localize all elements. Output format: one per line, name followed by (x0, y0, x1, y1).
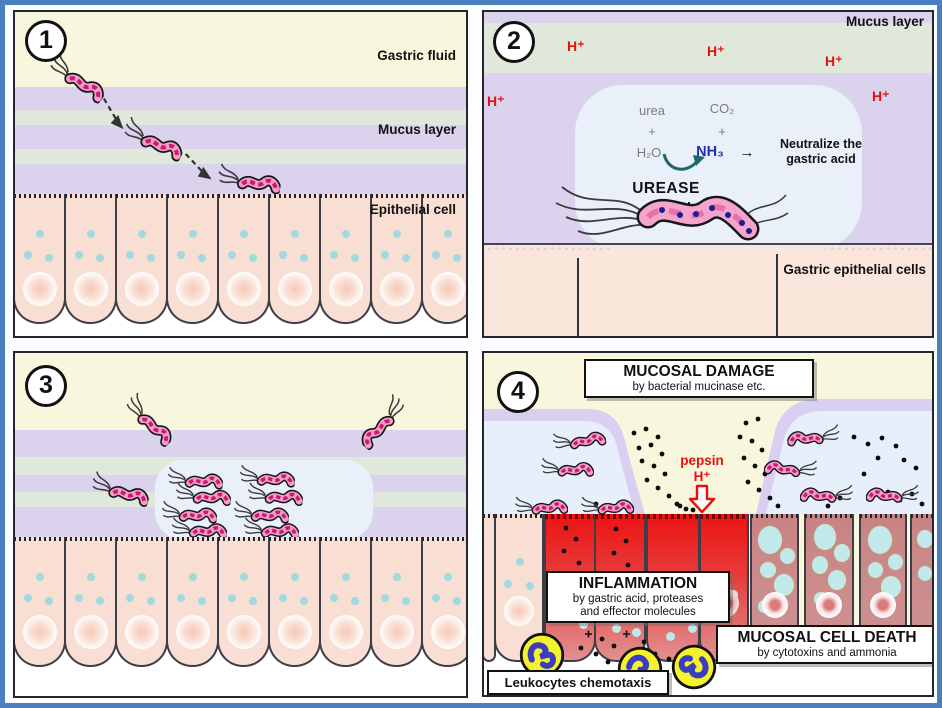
epithelial-cell-label: Epithelial cell (369, 202, 456, 217)
h-pylori-bacterium-icon (866, 481, 920, 509)
mucosal-cell-death-title: MUCOSAL CELL DEATH (737, 629, 917, 646)
leukocytes-chemotaxis-box: Leukocytes chemotaxis (487, 670, 669, 695)
panel-2-urease-neutralization: H⁺ H⁺ H⁺ H⁺ H⁺ H⁺ urea + H₂O CO₂ + NH₃ →… (482, 10, 934, 338)
gastric-fluid-band (15, 12, 466, 87)
mucosal-cell-death-subtitle: by cytotoxins and ammonia (757, 646, 897, 659)
epithelial-cell-row (15, 537, 466, 667)
hydrogen-ion-label: H⁺ (487, 93, 505, 109)
cell-boundary (577, 258, 579, 336)
reaction-arrow: → (739, 144, 755, 161)
hydrogen-ion-label: H⁺ (693, 469, 711, 484)
epithelial-cell (15, 194, 66, 324)
epithelial-cell-row (15, 194, 466, 324)
neutralize-label-line2: gastric acid (786, 152, 856, 166)
hydrogen-ion-label: H⁺ (825, 53, 843, 69)
epithelial-cell (15, 537, 66, 667)
epithelial-cell (64, 537, 117, 667)
cell-nucleus (22, 272, 57, 306)
panel-1-colonization: Gastric fluid Mucus layer Epithelial cel… (13, 10, 468, 338)
mucus-stripe (15, 149, 466, 164)
epithelial-cell (268, 537, 321, 667)
gastric-epithelial-cells-label: Gastric epithelial cells (783, 262, 926, 277)
epithelial-cell (268, 194, 321, 324)
h-pylori-bacterium-icon (800, 481, 854, 509)
epithelial-cell (319, 537, 372, 667)
epithelial-cell (115, 194, 168, 324)
panel-3-proliferation: 3 (13, 351, 468, 698)
toxin-dots-overlay (561, 416, 925, 665)
panel-2-number-badge: 2 (493, 21, 535, 63)
damaged-mucus-layer-shapes (484, 399, 932, 514)
cell-nucleus (761, 592, 788, 618)
nh3-label: NH₃ (696, 144, 724, 160)
colonization-niche (155, 460, 373, 540)
inflammation-subtitle-line1: by gastric acid, proteases (572, 592, 704, 605)
hydrogen-ion-label: H⁺ (567, 38, 585, 54)
urease-curved-arrow-icon (662, 153, 705, 171)
h-pylori-bacterium-icon (580, 493, 634, 521)
epithelial-cell (217, 537, 270, 667)
mucosal-damage-box: MUCOSAL DAMAGE by bacterial mucinase etc… (584, 359, 814, 399)
hydrogen-ion-label: H⁺ (707, 43, 725, 59)
mucus-layer-band (15, 87, 466, 194)
epithelial-cell (115, 537, 168, 667)
mucus-layer-label: Mucus layer (377, 122, 456, 137)
plus-sign: + (648, 124, 656, 139)
h2o-label: H₂O (636, 145, 662, 160)
epithelial-cell (166, 194, 219, 324)
neutralized-microenvironment (575, 85, 862, 250)
gastric-epithelium (484, 243, 932, 336)
gastric-fluid-label: Gastric fluid (377, 48, 456, 63)
inflammation-subtitle-line2: and effector molecules (580, 606, 696, 619)
h-pylori-bacterium-icon (786, 420, 843, 453)
h-pylori-bacterium-icon (551, 424, 608, 457)
epithelial-cell (421, 537, 466, 667)
epithelial-cell (370, 537, 423, 667)
urease-label: UREASE (632, 180, 700, 197)
epithelial-cell (217, 194, 270, 324)
mucosal-damage-title: MUCOSAL DAMAGE (623, 363, 775, 380)
epithelial-cell (166, 537, 219, 667)
mucus-stripe (484, 23, 932, 73)
panel-3-number-badge: 3 (25, 365, 67, 407)
plus-sign: + (718, 124, 726, 139)
pepsin-label: pepsin (680, 453, 724, 468)
mucosal-damage-subtitle: by bacterial mucinase etc. (632, 380, 766, 393)
epithelial-cell (319, 194, 372, 324)
cell-boundary (776, 254, 778, 336)
inflammation-title: INFLAMMATION (578, 575, 698, 592)
panel-1-number-badge: 1 (25, 20, 67, 62)
h-pylori-bacterium-large-icon (544, 157, 794, 267)
neutralize-label-line1: Neutralize the (780, 137, 862, 151)
panel-4-number-badge: 4 (497, 371, 539, 413)
epithelial-cell (370, 194, 423, 324)
epithelial-cell (64, 194, 117, 324)
pepsin-attack-arrow-icon (688, 484, 716, 514)
h-pylori-bacterium-icon (540, 454, 595, 484)
inflammation-box: INFLAMMATION by gastric acid, proteases … (546, 571, 730, 624)
co2-label: CO₂ (709, 101, 735, 116)
panel-4-damage-inflammation: pepsin H⁺ MUCOSAL DAMAGE by bacterial mu… (482, 351, 934, 697)
epithelial-cell (421, 194, 466, 324)
hydrogen-ion-label: H⁺ (872, 88, 890, 104)
mucus-layer-label: Mucus layer (845, 14, 924, 29)
h-pylori-bacterium-icon (514, 493, 568, 521)
mucus-stripe (15, 110, 466, 125)
urea-label: urea (638, 103, 666, 118)
mucosal-cell-death-box: MUCOSAL CELL DEATH by cytotoxins and amm… (716, 625, 932, 665)
